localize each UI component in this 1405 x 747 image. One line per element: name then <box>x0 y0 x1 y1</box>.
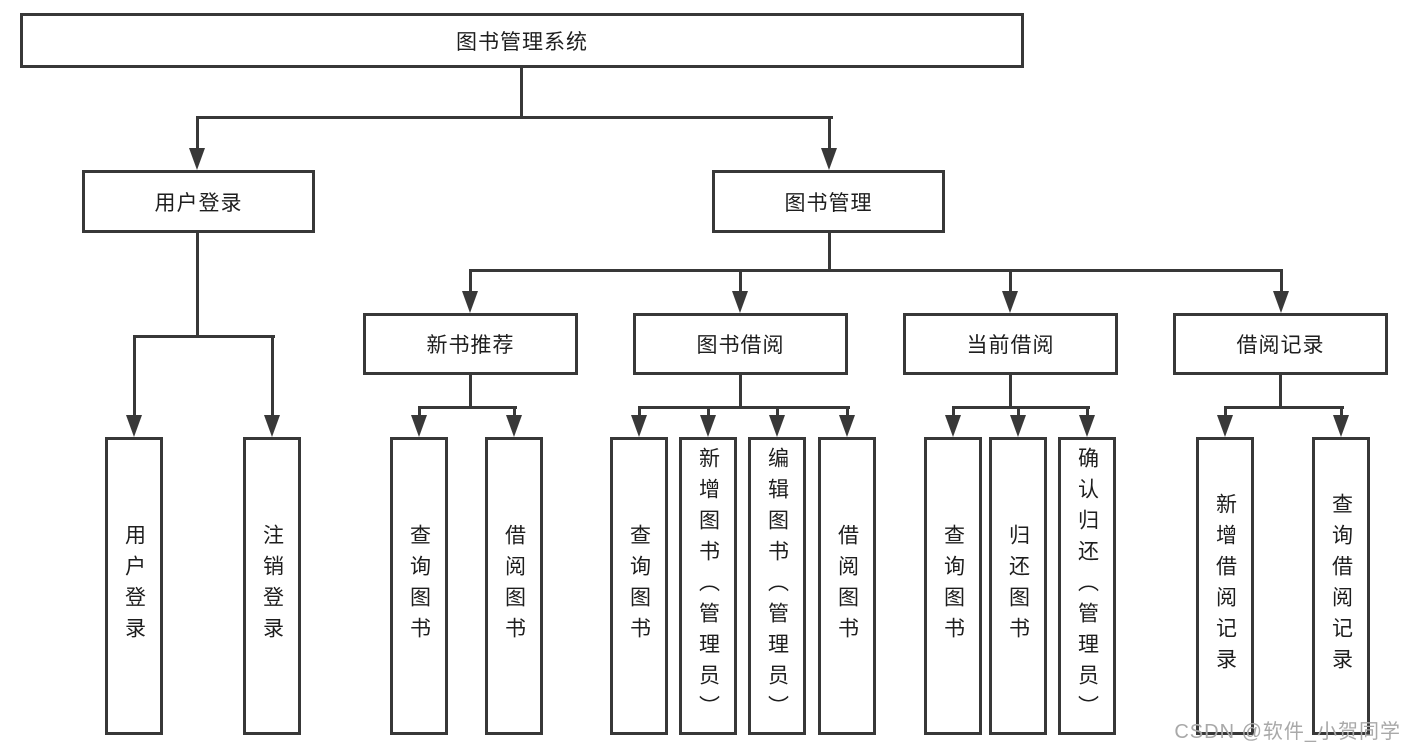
connector-current-borrow-crossbar <box>952 406 1090 409</box>
node-book-management: 图书管理 <box>712 170 945 233</box>
connector-to-leaf <box>513 408 516 418</box>
arrow-down-icon <box>631 415 647 437</box>
connector-book-management-crossbar <box>469 269 1283 272</box>
connector-user-login-stem <box>196 231 199 337</box>
node-current-borrow: 当前借阅 <box>903 313 1118 375</box>
node-new-book-recommend: 新书推荐 <box>363 313 578 375</box>
leaf-add-books-admin: 新增图书（管理员） <box>679 437 737 735</box>
connector-root-crossbar <box>196 116 833 119</box>
connector-borrow-record-stem <box>1279 373 1282 409</box>
arrow-down-icon <box>506 415 522 437</box>
node-user-login: 用户登录 <box>82 170 315 233</box>
connector-user-login-crossbar <box>133 335 275 338</box>
leaf-user-login: 用户登录 <box>105 437 163 735</box>
connector-to-borrow-record <box>1280 271 1283 293</box>
leaf-return-books: 归还图书 <box>989 437 1047 735</box>
arrow-down-icon <box>1010 415 1026 437</box>
leaf-logout: 注销登录 <box>243 437 301 735</box>
connector-root-to-book-management <box>828 119 831 150</box>
arrow-down-icon <box>769 415 785 437</box>
connector-root-stem <box>520 66 523 118</box>
connector-to-leaf <box>707 408 710 418</box>
connector-to-leaf <box>776 408 779 418</box>
arrow-down-icon <box>189 148 205 170</box>
connector-to-current-borrow <box>1009 271 1012 293</box>
connector-to-leaf-user-login <box>133 337 136 417</box>
connector-to-leaf <box>1086 408 1089 418</box>
connector-new-book-recommend-stem <box>469 373 472 409</box>
arrow-down-icon <box>462 291 478 313</box>
connector-to-leaf <box>952 408 955 418</box>
arrow-down-icon <box>839 415 855 437</box>
connector-to-new-book-recommend <box>469 271 472 293</box>
connector-to-leaf <box>638 408 641 418</box>
connector-to-leaf <box>418 408 421 418</box>
arrow-down-icon <box>126 415 142 437</box>
connector-to-leaf <box>1224 408 1227 418</box>
connector-current-borrow-stem <box>1009 373 1012 409</box>
arrow-down-icon <box>700 415 716 437</box>
connector-new-book-recommend-crossbar <box>418 406 517 409</box>
connector-to-leaf <box>846 408 849 418</box>
leaf-query-books: 查询图书 <box>610 437 668 735</box>
connector-root-to-user-login <box>196 119 199 150</box>
connector-book-borrow-crossbar <box>638 406 850 409</box>
node-book-borrow: 图书借阅 <box>633 313 848 375</box>
connector-to-leaf <box>1340 408 1343 418</box>
connector-book-management-stem <box>828 231 831 272</box>
leaf-confirm-return-admin: 确认归还（管理员） <box>1058 437 1116 735</box>
arrow-down-icon <box>1333 415 1349 437</box>
node-library-management-system: 图书管理系统 <box>20 13 1024 68</box>
arrow-down-icon <box>1273 291 1289 313</box>
arrow-down-icon <box>945 415 961 437</box>
leaf-add-borrow-record: 新增借阅记录 <box>1196 437 1254 735</box>
leaf-query-books: 查询图书 <box>390 437 448 735</box>
connector-book-borrow-stem <box>739 373 742 409</box>
leaf-edit-books-admin: 编辑图书（管理员） <box>748 437 806 735</box>
arrow-down-icon <box>411 415 427 437</box>
node-borrow-record: 借阅记录 <box>1173 313 1388 375</box>
csdn-watermark: CSDN @软件_小贺同学 <box>1174 721 1401 743</box>
arrow-down-icon <box>264 415 280 437</box>
arrow-down-icon <box>1079 415 1095 437</box>
leaf-query-borrow-record: 查询借阅记录 <box>1312 437 1370 735</box>
leaf-borrow-books: 借阅图书 <box>818 437 876 735</box>
leaf-query-books: 查询图书 <box>924 437 982 735</box>
arrow-down-icon <box>1217 415 1233 437</box>
connector-to-book-borrow <box>739 271 742 293</box>
arrow-down-icon <box>732 291 748 313</box>
connector-to-leaf <box>1017 408 1020 418</box>
arrow-down-icon <box>1002 291 1018 313</box>
connector-borrow-record-crossbar <box>1224 406 1344 409</box>
arrow-down-icon <box>821 148 837 170</box>
connector-to-leaf-logout <box>271 337 274 417</box>
leaf-borrow-books: 借阅图书 <box>485 437 543 735</box>
